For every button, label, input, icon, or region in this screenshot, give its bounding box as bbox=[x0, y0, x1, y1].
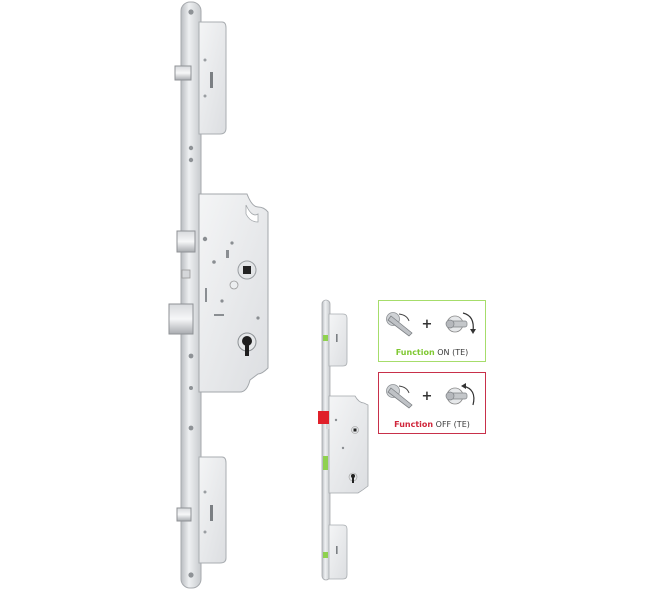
rotate-counterclockwise-arrow-icon bbox=[461, 383, 475, 406]
deadbolt bbox=[168, 303, 194, 335]
function-on-label: ON (TE) bbox=[437, 348, 469, 357]
key-cylinder-icon bbox=[445, 315, 468, 333]
function-off-card: + Function OFF (TE) bbox=[378, 372, 486, 434]
large-multipoint-lock bbox=[168, 1, 269, 589]
plus-icon: + bbox=[422, 317, 433, 332]
key-cylinder-icon bbox=[445, 387, 468, 405]
bottom-bolt bbox=[176, 507, 192, 522]
red-latch-indicator bbox=[318, 411, 329, 424]
main-lock-case bbox=[198, 193, 269, 393]
green-marker bbox=[323, 335, 328, 341]
case-details bbox=[202, 236, 260, 320]
function-off-icons: + bbox=[386, 383, 475, 409]
function-on-card: + Function ON (TE) bbox=[378, 300, 486, 362]
latch-bolt bbox=[176, 230, 196, 253]
rotate-clockwise-arrow-icon bbox=[462, 312, 476, 334]
function-on-icons: + bbox=[386, 312, 476, 337]
small-multipoint-lock bbox=[318, 299, 369, 581]
top-bolt bbox=[174, 65, 192, 81]
function-off-caption: Function OFF (TE) bbox=[379, 420, 485, 430]
forend-strip bbox=[180, 1, 202, 589]
function-off-keyword: Function bbox=[394, 420, 434, 429]
forend-screw-holes bbox=[188, 9, 194, 578]
green-marker bbox=[323, 552, 328, 558]
lever-handle-icon bbox=[386, 384, 413, 409]
plus-icon: + bbox=[422, 389, 433, 404]
function-on-keyword: Function bbox=[395, 348, 435, 357]
function-on-caption: Function ON (TE) bbox=[379, 348, 485, 358]
lever-handle-icon bbox=[386, 312, 413, 337]
green-marker bbox=[323, 456, 328, 470]
function-off-label: OFF (TE) bbox=[435, 420, 470, 429]
